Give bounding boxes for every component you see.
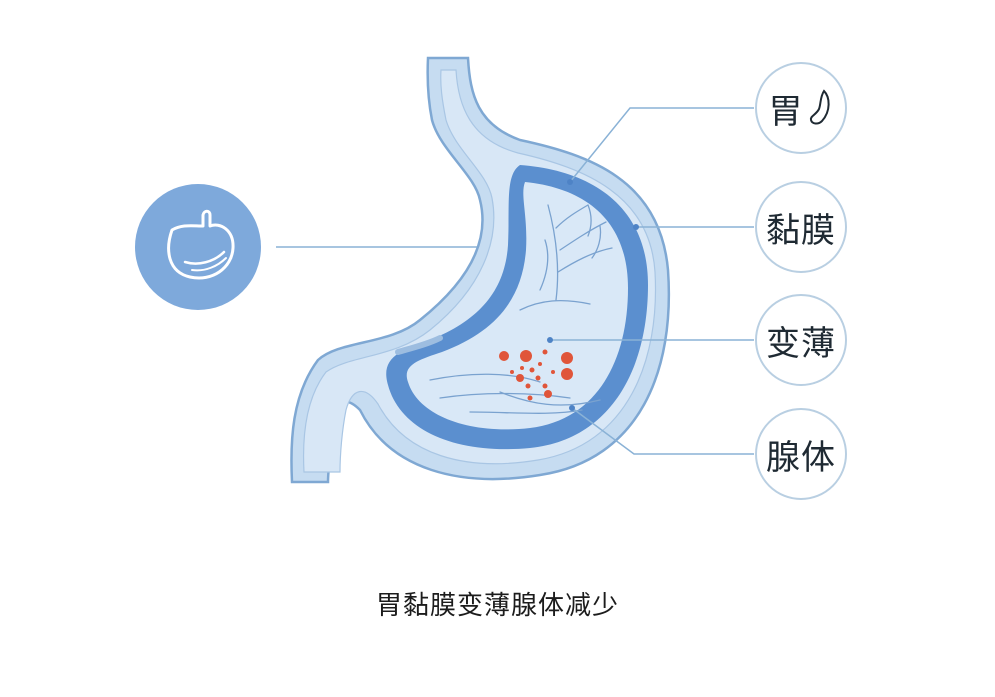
stomach-small-icon [809, 89, 830, 125]
stomach-icon [135, 184, 261, 310]
caption: 胃黏膜变薄腺体减少 [375, 591, 619, 621]
label-glands: 腺体 [755, 408, 847, 500]
leader-line-glands [571, 407, 754, 455]
label-mucosa: 黏膜 [755, 181, 847, 273]
stomach-illustration [290, 56, 671, 484]
label-thinning: 变薄 [755, 294, 847, 386]
label-mucosa-text: 黏膜 [766, 210, 836, 251]
label-glands-text: 腺体 [766, 437, 836, 478]
inflammation-dots [499, 349, 573, 401]
leader-line-stomach [569, 107, 754, 183]
label-stomach: 胃 [755, 62, 847, 154]
label-thinning-text: 变薄 [766, 323, 836, 364]
stomach-lumen [406, 182, 628, 430]
label-stomach-text: 胃 [768, 91, 804, 132]
